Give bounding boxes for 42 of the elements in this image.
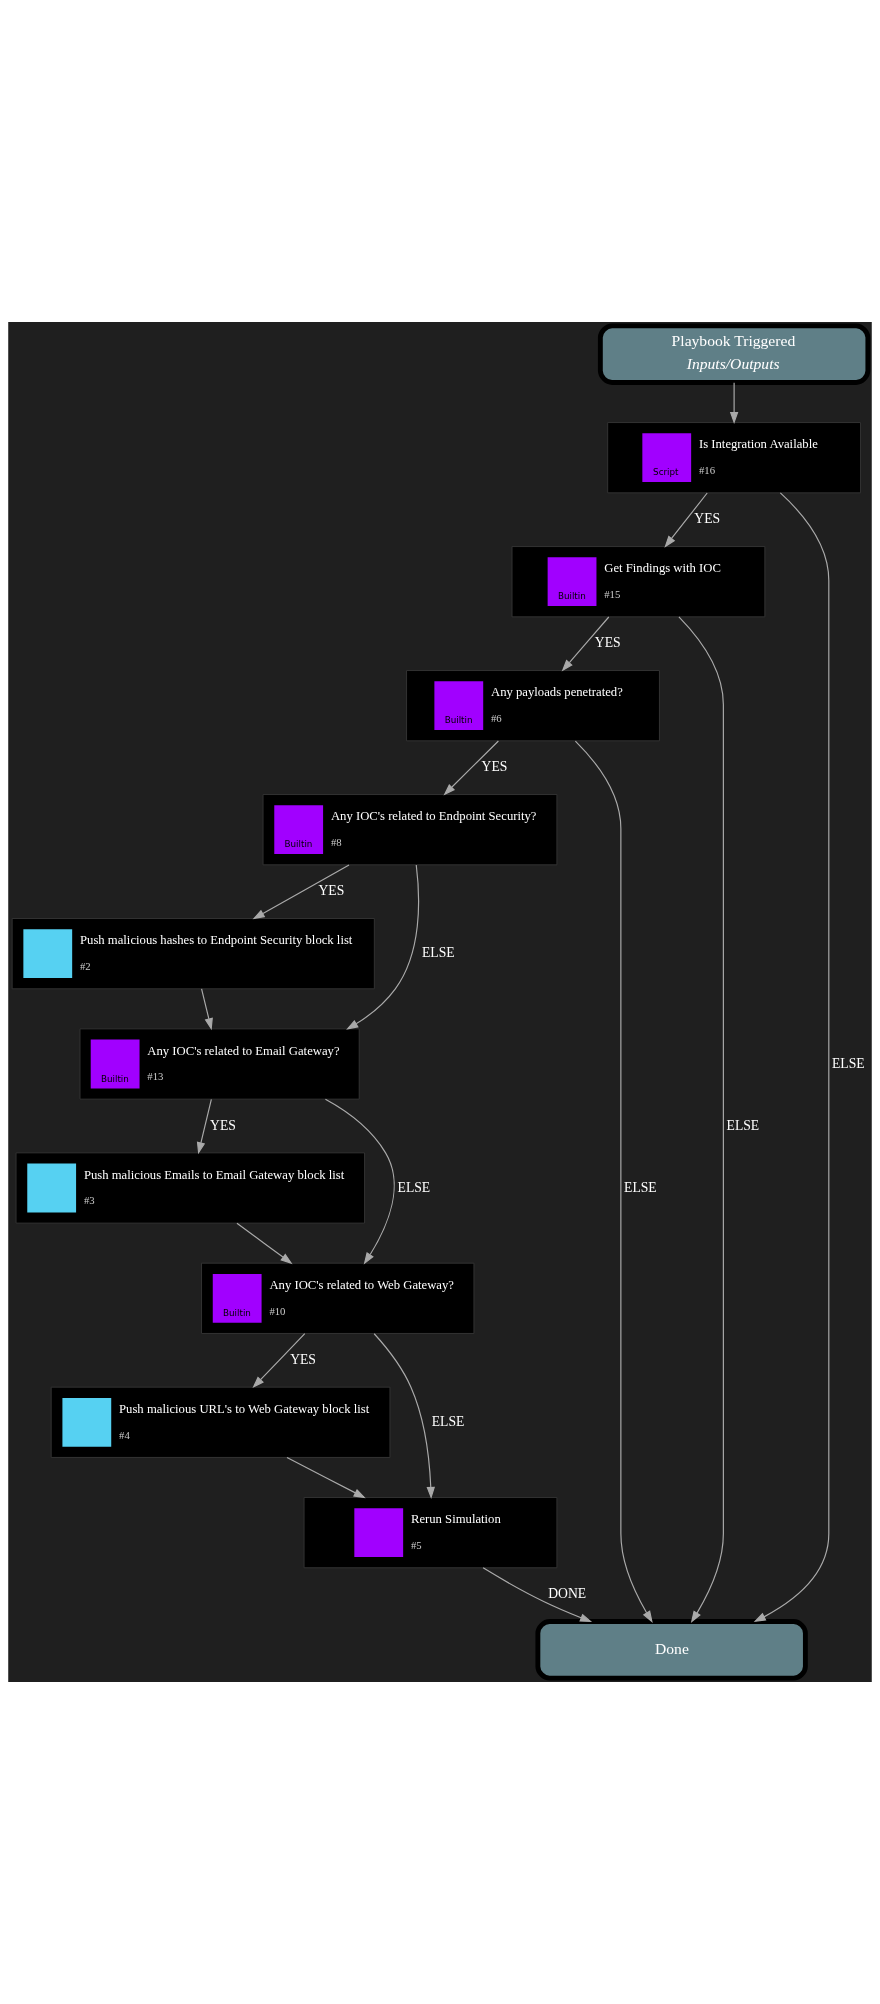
node-box: Builtin Get Findings with IOC #15 xyxy=(511,546,766,618)
node-box: Push malicious Emails to Email Gateway block list #3 xyxy=(15,1152,366,1224)
arrow xyxy=(664,492,708,548)
node-box: Script Is Integration Available #16 xyxy=(607,422,862,494)
arrow xyxy=(252,1333,306,1389)
edge-label: YES xyxy=(318,883,345,899)
node-box: Playbook Triggered Inputs/Outputs xyxy=(597,323,871,385)
node-box: Builtin Any IOC's related to Web Gateway? #10 xyxy=(201,1262,475,1334)
arrow xyxy=(373,1333,435,1499)
edge-label: YES xyxy=(694,511,721,527)
node-box: Builtin Any payloads penetrated? #6 xyxy=(406,670,660,742)
edge-label: ELSE xyxy=(431,1413,465,1429)
edge-label: YES xyxy=(594,635,621,651)
edge-label: ELSE xyxy=(832,1055,865,1071)
edge-label: ELSE xyxy=(421,945,455,961)
node-box: Push malicious URL's to Web Gateway block list #4 xyxy=(50,1386,391,1458)
edge-label: ELSE xyxy=(624,1179,657,1195)
arrow xyxy=(196,1098,212,1155)
edge-label: ELSE xyxy=(397,1179,431,1195)
arrow xyxy=(482,1567,593,1623)
arrow xyxy=(346,864,420,1030)
edge-label: ELSE xyxy=(726,1117,760,1133)
arrow xyxy=(201,988,213,1031)
arrow xyxy=(561,616,610,672)
edge-label: DONE xyxy=(548,1586,587,1602)
arrow xyxy=(236,1222,293,1265)
edge-label: YES xyxy=(290,1351,316,1367)
edge-label: YES xyxy=(210,1117,236,1133)
arrow xyxy=(753,492,830,1623)
node-box: Push malicious hashes to Endpoint Security block list #2 xyxy=(11,918,375,990)
arrow xyxy=(729,382,739,425)
arrow xyxy=(678,616,724,1623)
arrow xyxy=(324,1098,395,1265)
edge-label: YES xyxy=(481,759,508,775)
node-box: Rerun Simulation #5 xyxy=(303,1497,558,1569)
arrow xyxy=(443,740,499,796)
node-box: Builtin Any IOC's related to Email Gateway? #13 xyxy=(79,1028,360,1100)
node-box: Done xyxy=(535,1619,808,1681)
arrow xyxy=(252,864,350,920)
arrow xyxy=(286,1457,366,1499)
arrow xyxy=(574,740,653,1623)
node-box: Builtin Any IOC's related to Endpoint Security? #8 xyxy=(262,794,558,866)
